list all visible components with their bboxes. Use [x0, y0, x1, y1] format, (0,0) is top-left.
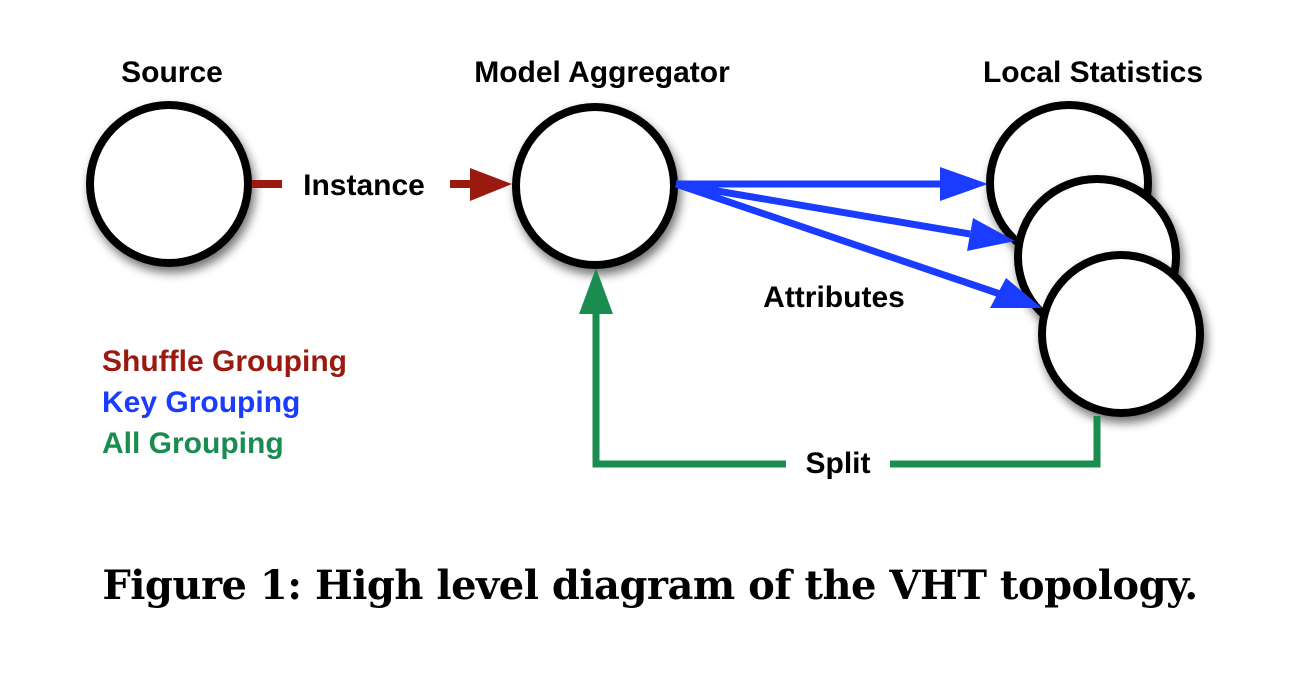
legend-all-grouping: All Grouping	[102, 427, 284, 460]
attributes-label: Attributes	[763, 281, 905, 314]
source-node	[86, 101, 252, 267]
attributes-arrowhead-icon	[967, 218, 1015, 251]
split-label: Split	[806, 447, 871, 480]
source-title: Source	[121, 56, 223, 89]
split-edge-line-left	[592, 305, 786, 468]
local-statistics-node-3	[1038, 251, 1204, 417]
attributes-edges	[674, 167, 1042, 308]
figure-caption: Figure 1: High level diagram of the VHT …	[102, 562, 1198, 609]
split-arrowhead-icon	[579, 268, 613, 314]
attributes-edge-3	[674, 180, 1002, 298]
attributes-arrowhead-icon	[990, 278, 1042, 308]
attributes-edge-2	[675, 180, 971, 238]
split-edge	[579, 268, 1101, 468]
attributes-arrowhead-icon	[940, 167, 988, 201]
aggregator-node	[512, 103, 678, 269]
legend-key-grouping: Key Grouping	[102, 386, 300, 419]
aggregator-title: Model Aggregator	[474, 56, 730, 89]
instance-label: Instance	[303, 169, 425, 202]
legend-shuffle-grouping: Shuffle Grouping	[102, 345, 347, 378]
instance-arrowhead-icon	[470, 168, 512, 201]
legend: Shuffle Grouping Key Grouping All Groupi…	[102, 345, 347, 460]
split-edge-line-right	[890, 416, 1101, 468]
instance-edge	[252, 168, 512, 201]
local-statistics-title: Local Statistics	[983, 56, 1203, 89]
